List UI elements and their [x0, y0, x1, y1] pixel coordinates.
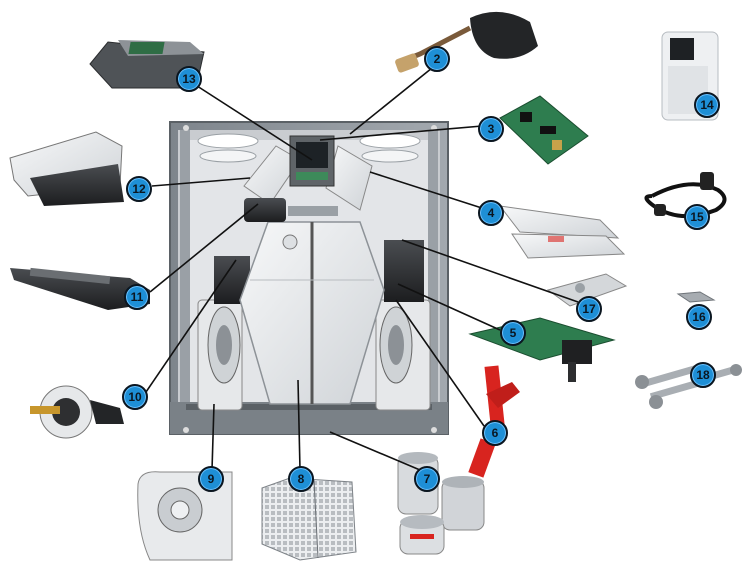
callout-12: 12	[126, 176, 152, 202]
part-4-filter-pair	[498, 205, 626, 259]
callout-14: 14	[694, 92, 720, 118]
control-display-in-unit	[289, 135, 335, 187]
part-15-power-cord	[644, 172, 727, 219]
part-6-condensate-drain	[468, 365, 520, 478]
callout-18: 18	[690, 362, 716, 388]
leader-11	[149, 203, 259, 293]
leader-2	[349, 67, 433, 135]
leader-13	[193, 83, 313, 161]
heat-exchanger-in-unit	[239, 221, 385, 405]
leader-17	[401, 239, 579, 303]
left-fan-in-unit	[197, 256, 250, 411]
filters-in-unit	[243, 145, 373, 211]
callout-9: 9	[198, 466, 224, 492]
leader-4	[369, 171, 489, 211]
callout-2: 2	[424, 46, 450, 72]
callout-5: 5	[500, 320, 526, 346]
leader-9	[211, 403, 215, 471]
leader-12	[151, 177, 251, 187]
callout-16: 16	[686, 304, 712, 330]
callout-7: 7	[414, 466, 440, 492]
part-3-circuit-board	[499, 95, 589, 165]
callout-4: 4	[478, 200, 504, 226]
leader-10	[145, 259, 237, 393]
part-12-filter-housing	[9, 131, 124, 206]
part-8-heat-exchanger-core	[261, 477, 357, 561]
callout-8: 8	[288, 466, 314, 492]
callout-6: 6	[482, 420, 508, 446]
leader-lines	[145, 67, 579, 471]
part-18-screws	[635, 364, 742, 409]
leader-7	[329, 431, 421, 471]
callout-11: 11	[124, 284, 150, 310]
part-10-motor-valve	[30, 385, 124, 439]
leader-3	[319, 125, 483, 141]
callout-10: 10	[122, 384, 148, 410]
part-16-clip	[676, 291, 716, 303]
leader-8	[297, 379, 301, 471]
part-2-cable-connector	[395, 11, 538, 73]
part-11-elongated-component	[10, 267, 150, 310]
callout-13: 13	[176, 66, 202, 92]
right-fan-in-unit	[375, 240, 431, 411]
callout-15: 15	[684, 204, 710, 230]
callout-3: 3	[478, 116, 504, 142]
part-13-main-controller	[89, 40, 205, 89]
leader-5	[397, 283, 501, 331]
part-9-fan-blower	[137, 471, 233, 561]
leader-6	[395, 299, 485, 427]
bypass-damper-in-unit	[244, 198, 338, 222]
callout-17: 17	[576, 296, 602, 322]
